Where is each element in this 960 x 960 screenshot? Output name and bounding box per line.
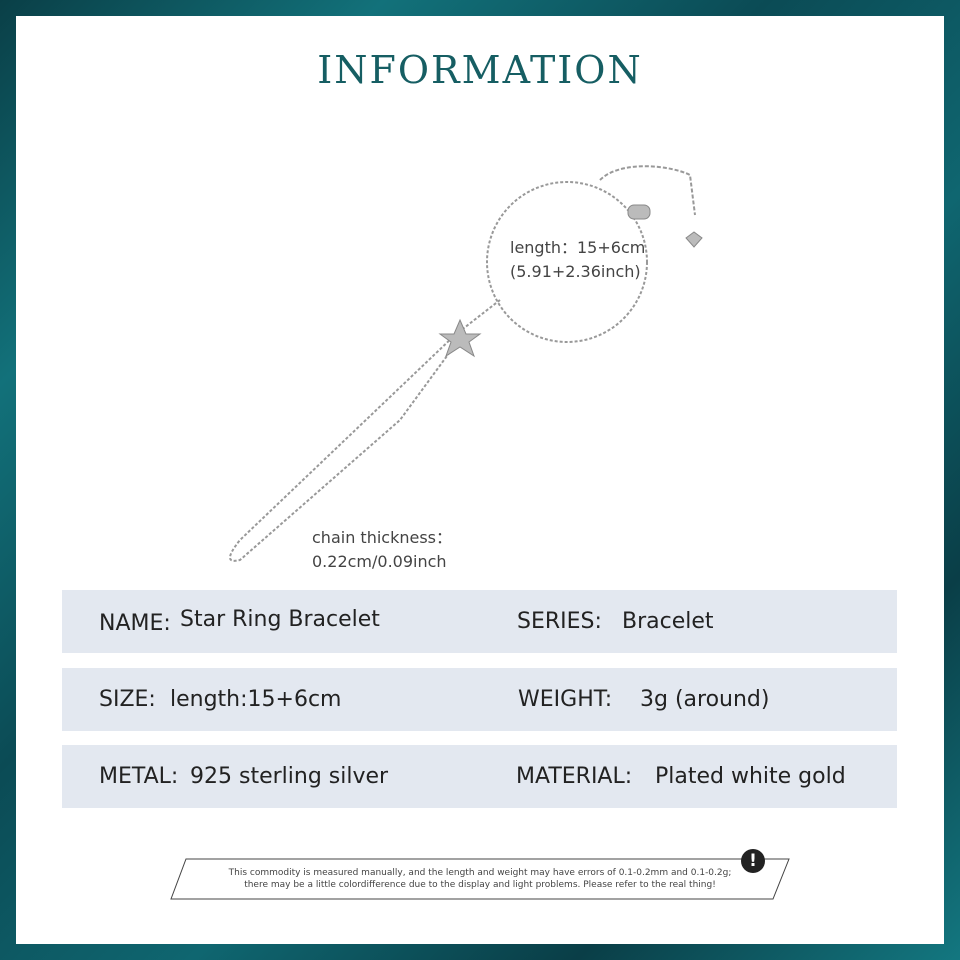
disclaimer-box: This commodity is measured manually, and… xyxy=(170,858,790,900)
chain-annotation: chain thickness： 0.22cm/0.09inch xyxy=(312,526,452,574)
length-annotation: length：15+6cm (5.91+2.36inch) xyxy=(510,236,645,284)
metal-value: 925 sterling silver xyxy=(190,764,389,789)
disclaimer-line-2: there may be a little colordifference du… xyxy=(244,880,716,890)
material-label: MATERIAL: xyxy=(516,764,633,789)
info-row-size: SIZE: length:15+6cm WEIGHT: 3g (around) xyxy=(62,668,897,731)
metal-label: METAL: xyxy=(99,764,179,789)
exclamation-icon: ! xyxy=(741,849,765,873)
length-line-1: length：15+6cm xyxy=(510,238,646,257)
info-row-name: NAME: Star Ring Bracelet SERIES: Bracele… xyxy=(62,590,897,653)
length-line-2: (5.91+2.36inch) xyxy=(510,262,641,281)
weight-label: WEIGHT: xyxy=(518,687,613,712)
series-value: Bracelet xyxy=(622,609,714,634)
info-row-metal: METAL: 925 sterling silver MATERIAL: Pla… xyxy=(62,745,897,808)
chain-line-1: chain thickness： xyxy=(312,528,452,547)
material-value: Plated white gold xyxy=(655,764,846,789)
size-label: SIZE: xyxy=(99,687,156,712)
name-label: NAME: xyxy=(99,611,171,636)
page-title: INFORMATION xyxy=(317,48,643,92)
disclaimer-line-1: This commodity is measured manually, and… xyxy=(228,868,732,878)
chain-line-2: 0.22cm/0.09inch xyxy=(312,552,447,571)
size-value: length:15+6cm xyxy=(170,687,342,712)
weight-value: 3g (around) xyxy=(640,687,770,712)
name-value: Star Ring Bracelet xyxy=(180,607,380,632)
series-label: SERIES: xyxy=(517,609,602,634)
